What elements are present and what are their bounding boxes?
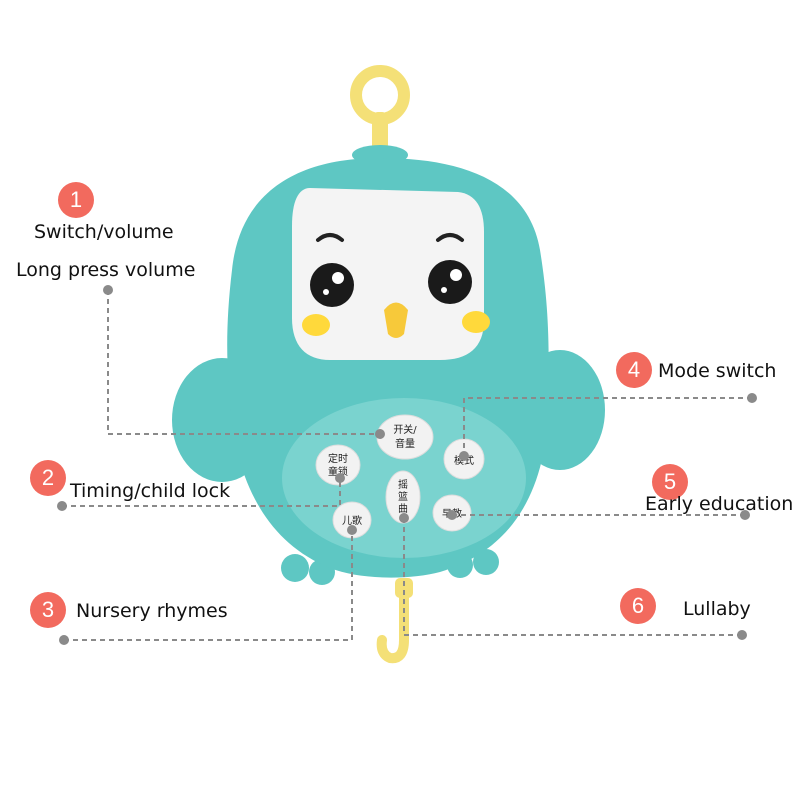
leader-dots	[57, 285, 757, 645]
callout-label-timing-child-lock: Timing/child lock	[70, 480, 231, 502]
bird-face	[292, 188, 484, 360]
power-button-label-2: 音量	[395, 437, 415, 450]
lullaby-button-label-1: 摇	[398, 478, 408, 491]
left-eye	[310, 263, 354, 307]
right-eye	[428, 260, 472, 304]
callout-label-early-education: Early education	[645, 493, 794, 515]
left-cheek	[302, 314, 330, 336]
callout-badge-6: 6	[620, 588, 656, 624]
callout-label-lullaby: Lullaby	[683, 598, 751, 620]
callout-badge-2: 2	[30, 460, 66, 496]
left-eyebrow	[316, 233, 344, 242]
lullaby-button[interactable]: 摇 篮 曲	[385, 470, 421, 524]
callout-badge-1: 1	[58, 182, 94, 218]
nursery-rhymes-button[interactable]: 儿歌	[332, 501, 372, 539]
power-button-label-1: 开关/	[393, 423, 417, 436]
timer-button-label-1: 定时	[328, 452, 348, 465]
hanging-ring-icon	[350, 65, 410, 152]
leader-lines	[62, 290, 752, 641]
power-volume-button[interactable]: 开关/ 音量	[376, 414, 434, 460]
callout-label-nursery-rhymes: Nursery rhymes	[76, 600, 228, 622]
callout-badge-4: 4	[616, 352, 652, 388]
callout-badge-3: 3	[30, 592, 66, 628]
callout-label-switch-volume: Switch/volume	[34, 221, 174, 243]
beak-icon	[384, 302, 408, 338]
lullaby-button-label-3: 曲	[398, 503, 408, 515]
feet	[281, 549, 499, 585]
right-eyebrow	[436, 233, 464, 242]
lullaby-button-label-2: 篮	[398, 490, 408, 503]
callout-label-mode-switch: Mode switch	[658, 360, 777, 382]
bottom-hook-icon	[376, 578, 413, 664]
rhymes-button-label: 儿歌	[342, 514, 362, 527]
timer-lock-button[interactable]: 定时 童锁	[315, 444, 361, 486]
callout-badge-5: 5	[652, 464, 688, 500]
callout-label-long-press-volume: Long press volume	[16, 259, 196, 281]
right-cheek	[462, 311, 490, 333]
